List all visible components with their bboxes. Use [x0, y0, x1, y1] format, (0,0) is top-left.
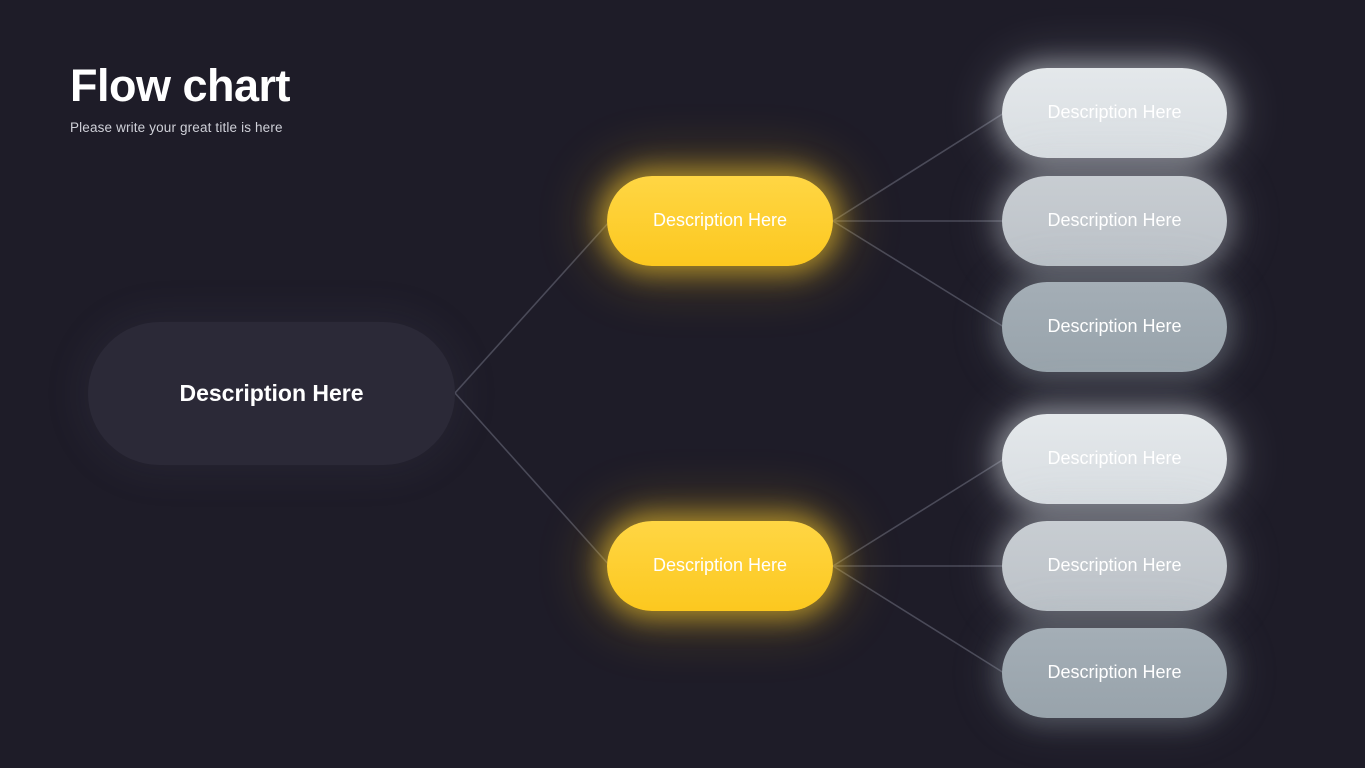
heading-block: Flow chart Please write your great title… [70, 60, 291, 136]
node-leaf-1-label: Description Here [1047, 102, 1182, 123]
node-leaf-4-label: Description Here [1047, 448, 1182, 469]
node-leaf-6-label: Description Here [1047, 662, 1182, 683]
node-branch-1[interactable]: Description Here [607, 176, 833, 266]
edge-branch1-to-leaf-3 [832, 220, 1005, 328]
node-branch-2-label: Description Here [652, 555, 788, 576]
node-leaf-6[interactable]: Description Here [1002, 628, 1227, 718]
edge-branch1-to-leaf-1 [832, 112, 1005, 222]
edge-root-to-branch-1 [454, 220, 611, 394]
node-leaf-5-label: Description Here [1047, 555, 1182, 576]
edge-root-to-branch-2 [454, 392, 611, 567]
node-leaf-1[interactable]: Description Here [1002, 68, 1227, 158]
page-subtitle: Please write your great title is here [70, 120, 283, 136]
node-branch-1-label: Description Here [652, 210, 788, 231]
node-leaf-2[interactable]: Description Here [1002, 176, 1227, 266]
node-root-label: Description Here [179, 380, 364, 407]
node-leaf-3[interactable]: Description Here [1002, 282, 1227, 372]
page-title: Flow chart [70, 60, 291, 111]
node-branch-2[interactable]: Description Here [607, 521, 833, 611]
node-leaf-2-label: Description Here [1047, 210, 1182, 231]
node-root[interactable]: Description Here [88, 322, 455, 465]
node-leaf-3-label: Description Here [1047, 316, 1182, 337]
edge-branch2-to-leaf-4 [832, 458, 1005, 567]
node-leaf-4[interactable]: Description Here [1002, 414, 1227, 504]
edge-branch2-to-leaf-6 [832, 565, 1005, 674]
node-leaf-5[interactable]: Description Here [1002, 521, 1227, 611]
